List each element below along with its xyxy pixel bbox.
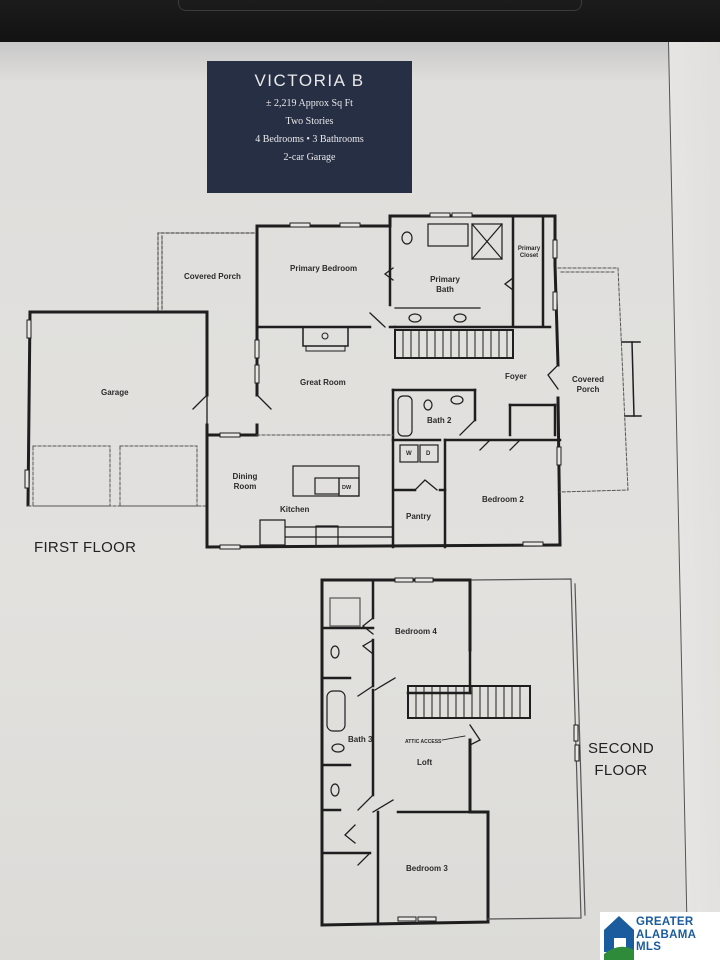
- fireplace: [302, 326, 349, 352]
- bezel-notch: [178, 0, 582, 11]
- bath-2-fixtures: [397, 395, 464, 437]
- label-bedroom-2: Bedroom 2: [482, 495, 524, 504]
- garage-walls: [26, 310, 209, 507]
- kitchen-island: [259, 465, 394, 547]
- label-foyer: Foyer: [505, 372, 527, 381]
- dishwasher-label: DW: [342, 485, 352, 491]
- label-attic-access: ATTIC ACCESS: [405, 739, 442, 745]
- second-floor-label-line1: SECOND: [588, 740, 654, 757]
- logo-line-3: MLS: [636, 941, 662, 953]
- garage-doors: [27, 445, 208, 507]
- label-bath-2: Bath 2: [427, 416, 452, 425]
- label-garage: Garage: [101, 388, 129, 397]
- square-footage: ± 2,219 Approx Sq Ft: [266, 98, 353, 109]
- second-floor-label-line2: FLOOR: [594, 762, 648, 779]
- house-icon: [604, 916, 634, 960]
- bed-bath-count: 4 Bedrooms • 3 Bathrooms: [255, 134, 364, 145]
- label-primary-bath: Primary Bath: [430, 275, 460, 294]
- plan-name: VICTORIA B: [254, 71, 365, 90]
- attic-access-arrow: [441, 735, 466, 741]
- back-porch-outline: [157, 232, 258, 311]
- stairs-second-floor: [407, 685, 531, 719]
- door-swings-first: [192, 267, 559, 491]
- label-covered-porch-back: Covered Porch: [184, 272, 241, 281]
- device-bezel: [0, 0, 720, 42]
- interior-walls-first: [255, 214, 562, 549]
- windows-first-floor: [24, 212, 562, 550]
- washer-label: W: [406, 451, 412, 457]
- porch-steps: [621, 341, 642, 417]
- door-swings-second: [344, 617, 481, 866]
- front-porch-outline: [557, 267, 629, 493]
- label-bedroom-3: Bedroom 3: [406, 864, 448, 873]
- logo-text: GREATER ALABAMA MLS: [636, 916, 696, 954]
- paper-sheet: [0, 42, 720, 960]
- bath-3-fixtures: [326, 597, 361, 797]
- label-loft: Loft: [417, 758, 433, 767]
- windows-second-floor: [394, 577, 580, 922]
- label-primary-closet: Primary Closet: [517, 246, 541, 259]
- label-pantry: Pantry: [406, 512, 431, 521]
- logo-line-1: GREATER: [636, 916, 694, 928]
- dryer-label: D: [426, 451, 431, 457]
- stairs-first-floor: [394, 329, 514, 359]
- stories: Two Stories: [285, 116, 334, 127]
- interior-walls-second: [320, 578, 472, 924]
- garage-size: 2-car Garage: [283, 152, 336, 163]
- logo-line-2: ALABAMA: [636, 928, 697, 941]
- label-dining-room: Dining Room: [232, 472, 258, 491]
- label-primary-bedroom: Primary Bedroom: [290, 264, 358, 273]
- label-kitchen: Kitchen: [280, 505, 310, 514]
- label-covered-porch-front: Covered Porch: [571, 375, 604, 394]
- first-floor-label: FIRST FLOOR: [34, 539, 137, 556]
- label-great-room: Great Room: [300, 378, 346, 387]
- second-floor-label: SECOND FLOOR: [588, 738, 654, 782]
- primary-bath-fixtures: [394, 223, 503, 323]
- washer-dryer: [399, 444, 439, 463]
- label-bath-3: Bath 3: [348, 735, 373, 744]
- greater-alabama-mls-logo: GREATER ALABAMA MLS: [600, 912, 720, 960]
- plan-title-card: VICTORIA B ± 2,219 Approx Sq Ft Two Stor…: [207, 61, 412, 193]
- label-bedroom-4: Bedroom 4: [395, 627, 437, 636]
